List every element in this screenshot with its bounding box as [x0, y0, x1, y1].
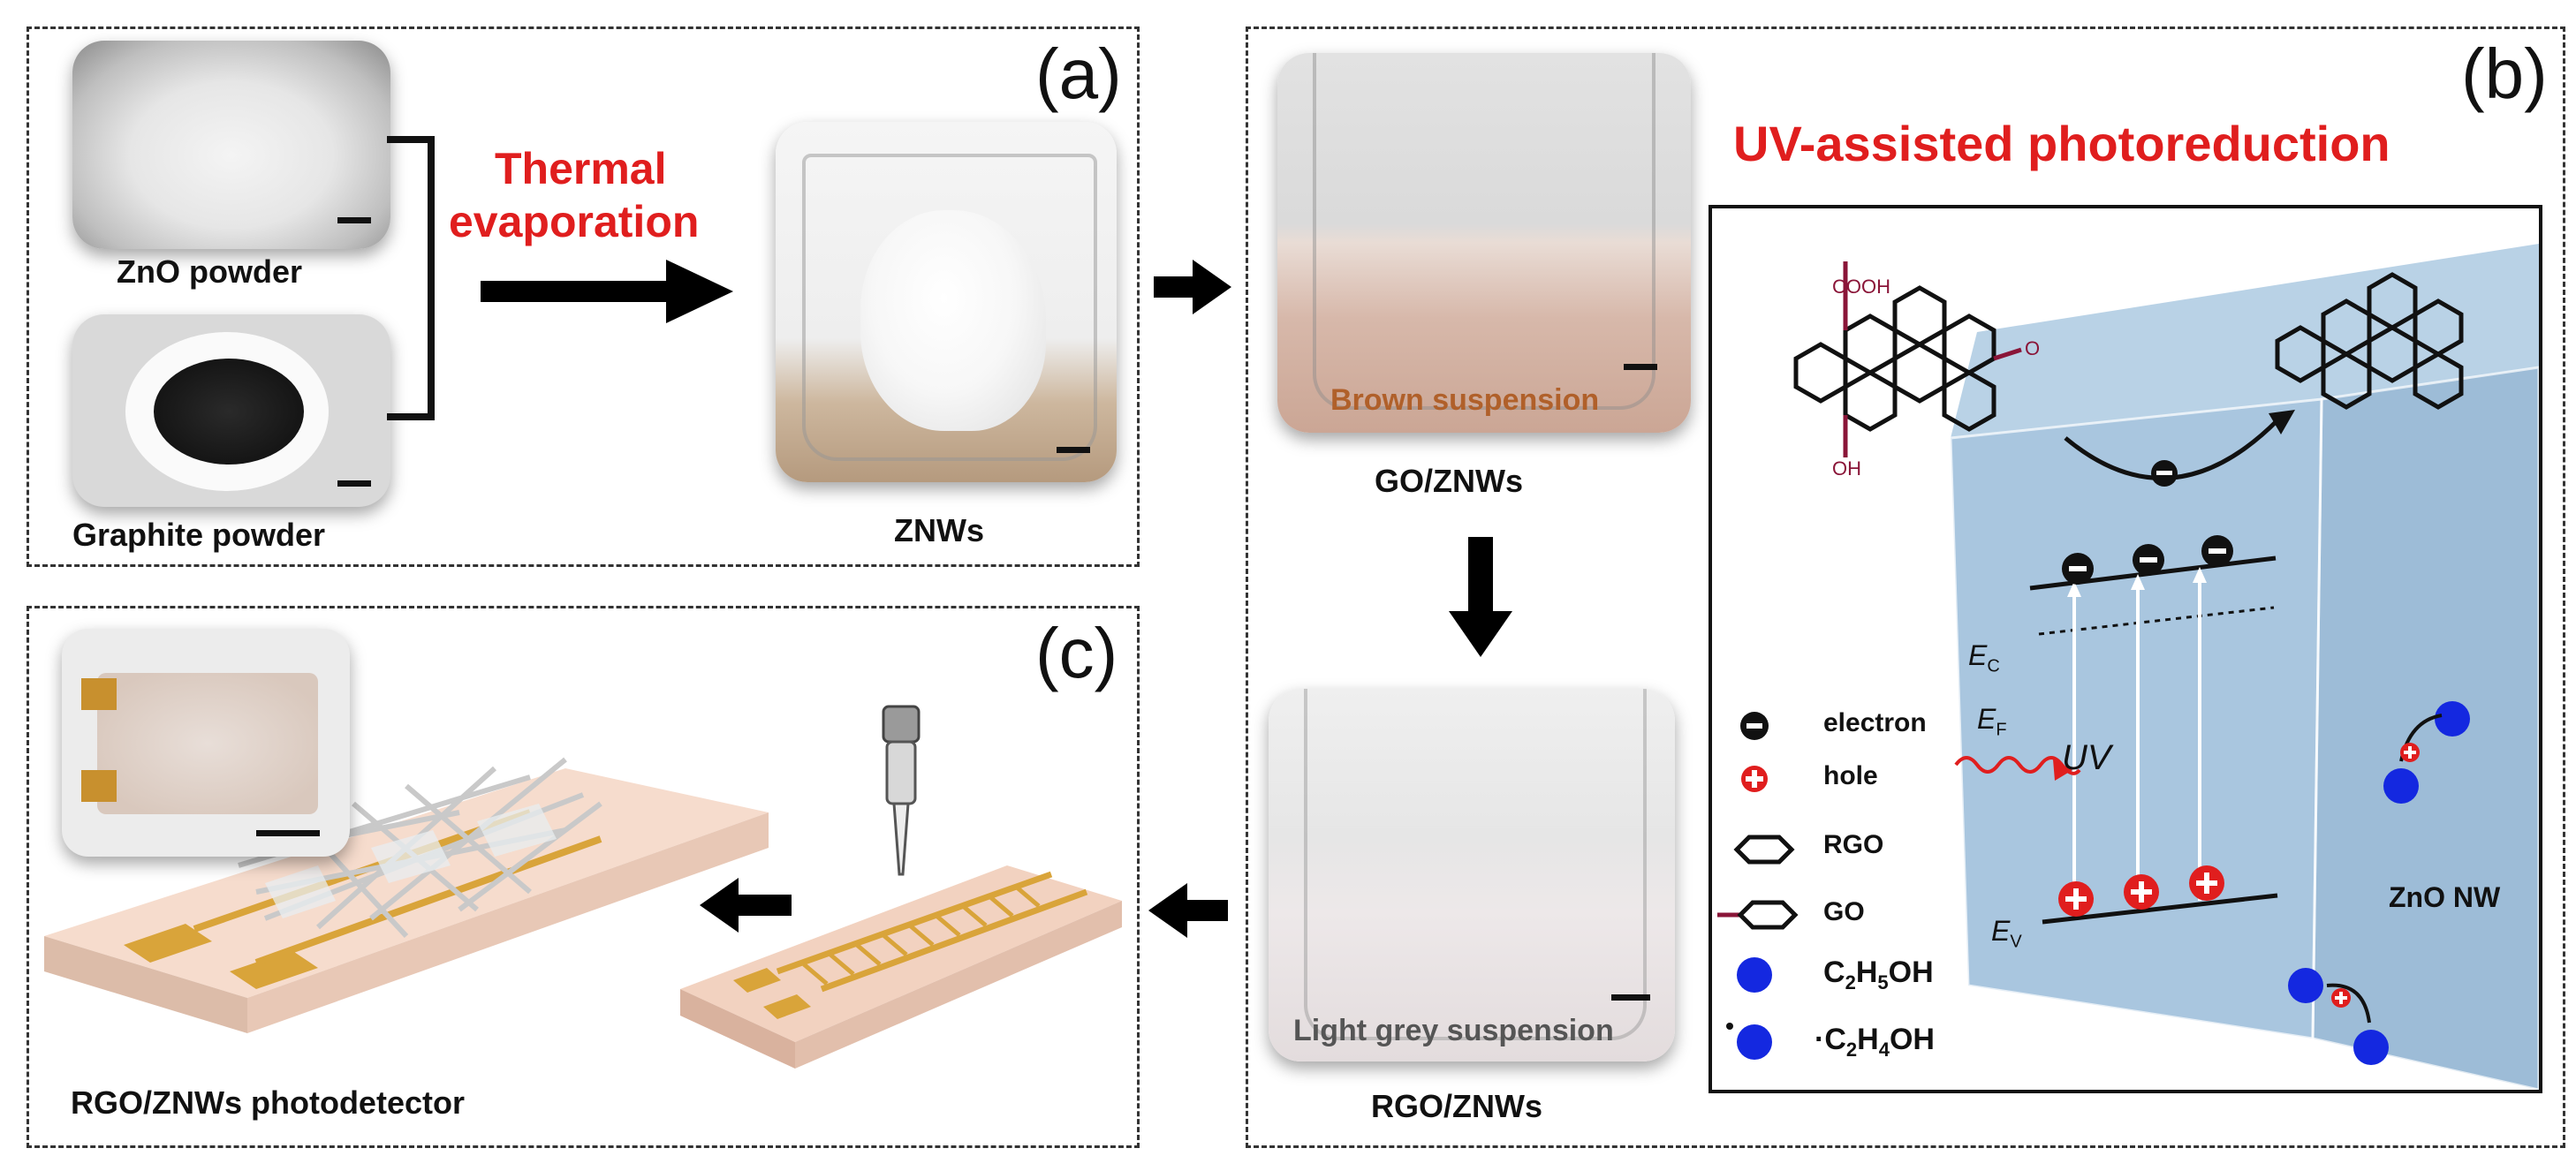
beaker [1304, 689, 1647, 1040]
merge-bracket [387, 136, 435, 420]
panel-b-title: UV-assisted photoreduction [1733, 116, 2390, 171]
left-arrow-icon [700, 878, 792, 933]
nanowire-side-face [2313, 367, 2539, 1090]
right-arrow-icon [481, 260, 733, 323]
go-znws-caption: GO/ZNWs [1375, 463, 1523, 499]
process-label-line1: Thermal [495, 144, 667, 193]
nanowire-top-face [1951, 244, 2539, 438]
panel-c-label: (c) [1035, 614, 1118, 692]
radical-oh: OH [1889, 1023, 1935, 1056]
legend-ethanol: C2H5OH [1823, 956, 1934, 994]
holes [2058, 865, 2224, 917]
ev-sub: V [2010, 932, 2022, 952]
znws-cotton [860, 210, 1046, 431]
beaker [1313, 53, 1655, 410]
electrons [2062, 535, 2233, 585]
znws-caption: ZNWs [894, 512, 984, 548]
schematic-drawing [1717, 244, 2539, 1090]
go-molecule [1793, 285, 1996, 432]
ethanol-sub1: 2 [1845, 971, 1856, 993]
scale-bar [337, 480, 371, 487]
ethanol-sub2: 5 [1877, 971, 1889, 993]
rgo-znws-caption: RGO/ZNWs [1371, 1088, 1542, 1124]
legend-go: GO [1823, 897, 1865, 926]
beaker [802, 154, 1097, 461]
graphite-grains [154, 359, 304, 465]
panel-c [27, 606, 1140, 1148]
inset-film [97, 673, 318, 814]
uv-label: UV [2062, 738, 2111, 777]
zno-powder-photo [72, 41, 390, 249]
legend-hole: hole [1823, 761, 1878, 790]
inset-pad-top [81, 678, 117, 710]
zno-powder-caption: ZnO powder [117, 253, 302, 290]
radical-sub1: 2 [1845, 1038, 1858, 1061]
znws-photo [776, 122, 1117, 482]
ec-sub: C [1987, 656, 2000, 676]
o-label: O [2025, 337, 2041, 359]
interdigitated-electrode [680, 705, 1122, 1069]
graphite-powder-photo [72, 314, 390, 507]
rgo-molecule [2275, 272, 2464, 410]
light-grey-suspension-label: Light grey suspension [1293, 1014, 1614, 1047]
right-arrow-icon [1154, 260, 1231, 314]
zno-nw-label: ZnO NW [2389, 881, 2501, 913]
panel-a [27, 26, 1140, 567]
ethanol-oh: OH [1888, 956, 1934, 989]
radical-c: ·C [1815, 1023, 1846, 1056]
legend-electron: electron [1823, 708, 1927, 737]
valence-band-line [2042, 893, 2278, 925]
graphite-powder-caption: Graphite powder [72, 517, 326, 553]
scale-bar [337, 217, 371, 223]
rgo-znws-photo: Light grey suspension [1269, 689, 1675, 1061]
scale-bar [1611, 994, 1650, 1001]
radical-h: H [1857, 1023, 1879, 1056]
scale-bar [1624, 364, 1657, 370]
ethanol-h: H [1855, 956, 1878, 989]
ev-label: EV [1991, 915, 2022, 952]
legend-radical: ·C2H4OH [1815, 1023, 1935, 1061]
left-arrow-icon [1148, 883, 1228, 938]
cooh-label: COOH [1832, 276, 1890, 298]
legend-symbols [1717, 712, 1799, 1060]
process-label-line2: evaporation [449, 197, 700, 246]
photoreduction-schematic: COOH OH O EC EF EV UV ZnO NW electron ho… [1708, 205, 2542, 1093]
go-znws-photo: Brown suspension [1277, 53, 1691, 433]
ev-main: E [1991, 915, 2011, 947]
ethanol-c: C [1823, 956, 1845, 989]
ef-sub: F [1996, 720, 2007, 740]
brown-suspension-label: Brown suspension [1330, 383, 1600, 417]
ec-label: EC [1968, 639, 2000, 676]
inset-pad-bottom [81, 770, 117, 802]
fermi-level-line [2038, 606, 2275, 636]
photodetector-caption: RGO/ZNWs photodetector [71, 1084, 465, 1121]
device-inset-photo [62, 629, 350, 857]
scale-bar [1057, 447, 1090, 453]
ef-main: E [1977, 703, 1996, 735]
legend-rgo: RGO [1823, 830, 1884, 859]
scale-bar [256, 830, 320, 836]
oh-label: OH [1832, 457, 1861, 480]
radical-sub2: 4 [1878, 1038, 1890, 1061]
ef-label: EF [1977, 703, 2007, 740]
panel-a-label: (a) [1035, 34, 1122, 113]
panel-b [1246, 26, 2565, 1148]
down-arrow-icon [1449, 537, 1512, 657]
panel-b-label: (b) [2461, 34, 2548, 113]
ec-main: E [1968, 639, 1988, 671]
